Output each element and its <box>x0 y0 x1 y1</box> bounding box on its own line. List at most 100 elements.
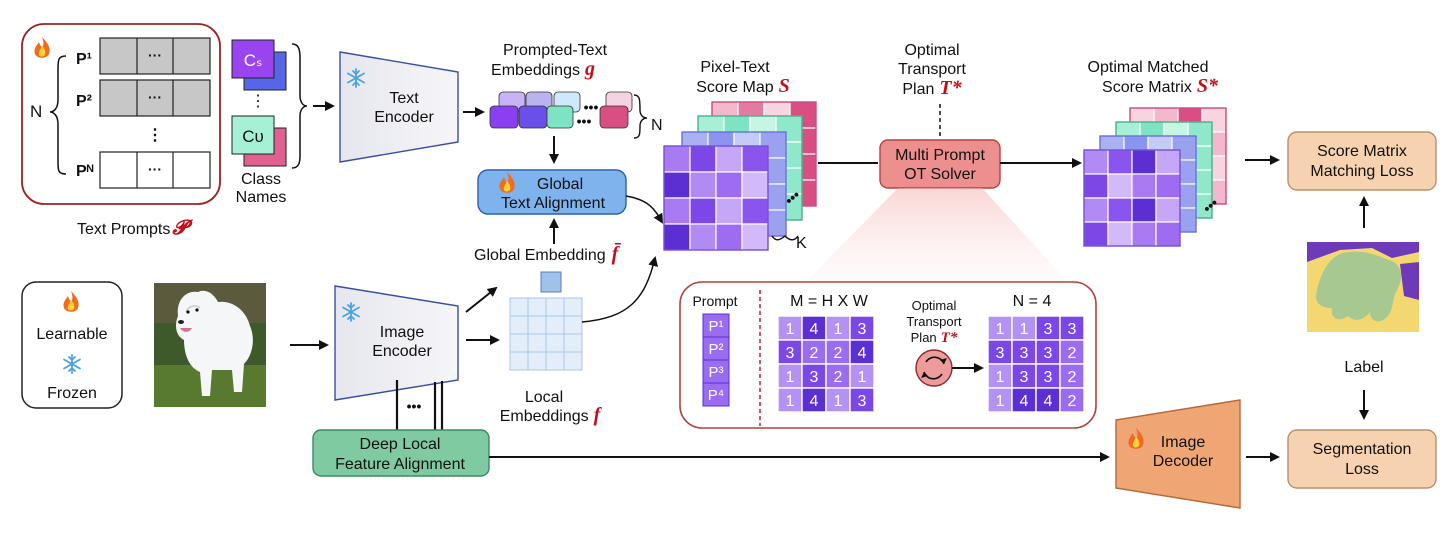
local-embedding-cell <box>563 297 583 317</box>
score-cell <box>1131 221 1157 247</box>
ot-value-label: 2 <box>1068 345 1077 362</box>
image-encoder <box>334 285 459 401</box>
ot-value-label: 3 <box>810 369 819 386</box>
score-cell <box>741 197 769 225</box>
ot-prompt-label: P³ <box>709 364 724 381</box>
ot-value-label: 1 <box>996 393 1005 410</box>
prompt-row-1 <box>99 37 211 75</box>
local-embedding-cell <box>563 351 583 371</box>
score-cell <box>1155 149 1181 175</box>
ot-value-label: 3 <box>1020 369 1029 386</box>
prompt-row-2 <box>99 79 211 117</box>
prompted-text-n: N <box>651 117 663 134</box>
deep-feature-dots: ••• <box>407 398 422 414</box>
local-embedding-cell <box>509 333 529 353</box>
local-embedding-cell <box>509 315 529 335</box>
class-names-caption-1: Class <box>241 171 281 188</box>
text-encoder <box>339 51 459 163</box>
score-cell <box>1083 149 1109 175</box>
image-decoder-label-1: Image <box>1161 434 1206 451</box>
score-cell <box>741 171 769 199</box>
embeddings-brace <box>633 94 648 139</box>
ot-value-cell <box>849 339 875 365</box>
text-encoder-label-1: Text <box>389 90 419 107</box>
ot-value-cell <box>801 387 827 413</box>
ot-plan-label-1: Optimal <box>904 42 959 59</box>
pixel-text-title-1: Pixel-Text <box>700 59 770 76</box>
score-loss-label-2: Matching Loss <box>1310 163 1413 180</box>
ot-value-label: 4 <box>1020 393 1029 410</box>
legend-learnable: Learnable <box>36 326 107 343</box>
score-layer-frame <box>1083 149 1181 247</box>
score-cell <box>715 171 743 199</box>
class-card-u <box>231 115 275 155</box>
ot-value-label: 3 <box>996 345 1005 362</box>
score-map-brace <box>771 235 799 241</box>
prompts-brace <box>49 55 67 175</box>
score-cell <box>689 223 717 251</box>
ot-value-label: 1 <box>1020 321 1029 338</box>
ot-value-label: 4 <box>858 345 867 362</box>
text-prompts-frame <box>21 23 221 205</box>
global-text-alignment-label-1: Global <box>537 176 583 193</box>
ot-value-cell <box>1035 315 1061 341</box>
ot-value-label: 3 <box>858 321 867 338</box>
ot-panel-plan-label-2: Transport <box>906 314 962 329</box>
ot-cycle-icon <box>915 349 953 387</box>
legend-box <box>21 281 123 409</box>
ot-prompt-cell <box>702 382 730 407</box>
local-embedding-cell <box>545 315 565 335</box>
score-cell <box>1107 173 1133 199</box>
prompt-row-2-dots: ··· <box>148 89 162 105</box>
global-text-alignment-label-2: Text Alignment <box>501 195 606 212</box>
pixel-text-score-map <box>663 101 817 251</box>
score-cell <box>1155 197 1181 223</box>
local-embedding-cell <box>509 351 529 371</box>
local-embeddings-label-1: Local <box>525 389 563 406</box>
prompt-label-2: P² <box>76 93 92 110</box>
prompt-row-n-dots: ··· <box>148 161 162 177</box>
score-matrix-matching-loss <box>1287 131 1437 191</box>
global-text-alignment <box>477 169 627 215</box>
prompt-row-n <box>99 151 211 189</box>
prompt-label-1: P¹ <box>76 51 92 68</box>
local-embedding-cell <box>527 333 547 353</box>
image-encoder-label-1: Image <box>380 324 425 341</box>
arrow-global-alignment-to-score-map <box>625 195 664 224</box>
deep-local-feature-alignment <box>312 429 490 477</box>
class-card-s-label: Cₛ <box>244 51 263 70</box>
optimal-matrix-title-1: Optimal Matched <box>1088 59 1209 76</box>
ot-value-label: 3 <box>786 345 795 362</box>
ot-prompt-label: P¹ <box>709 318 724 335</box>
deep-local-label-2: Feature Alignment <box>335 456 465 473</box>
ot-value-cell <box>1059 363 1085 389</box>
ot-panel-m-header: M = H X W <box>790 293 869 310</box>
score-cell <box>1131 173 1157 199</box>
prompt-label-n: Pᴺ <box>76 163 94 180</box>
local-embeddings-grid <box>509 297 583 371</box>
ot-value-label: 2 <box>1068 393 1077 410</box>
ot-plan-label-2: Transport <box>898 61 966 78</box>
image-decoder-label-2: Decoder <box>1153 453 1214 470</box>
text-prompts-n: N <box>30 102 42 121</box>
ot-value-label: 1 <box>996 321 1005 338</box>
arrow-local-to-score-map <box>581 256 659 323</box>
local-embedding-cell <box>545 351 565 371</box>
ot-value-label: 3 <box>1020 345 1029 362</box>
ot-value-cell <box>849 363 875 389</box>
global-embedding-square <box>540 271 562 293</box>
ot-panel-prompt-header: Prompt <box>692 293 737 309</box>
ot-value-label: 3 <box>1044 369 1053 386</box>
ot-value-label: 1 <box>996 369 1005 386</box>
ot-value-label: 3 <box>858 393 867 410</box>
svg-text:•••: ••• <box>584 99 599 115</box>
score-cell <box>741 145 769 173</box>
